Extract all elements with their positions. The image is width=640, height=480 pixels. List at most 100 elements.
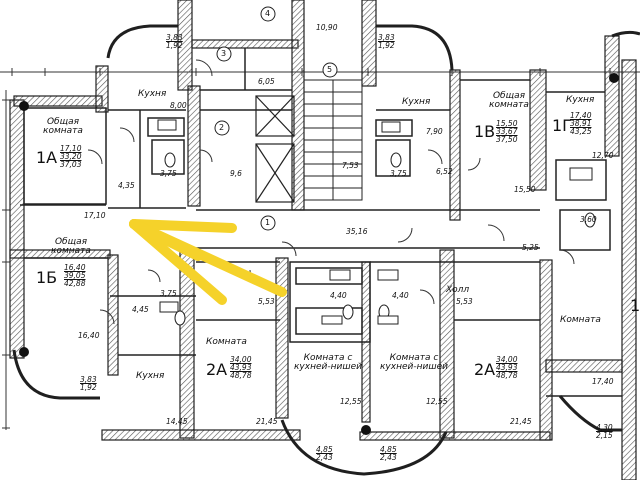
circle-markers xyxy=(214,6,338,231)
apt-code-1g: 1Г xyxy=(552,116,572,135)
room-niche-label-1: Комната с кухней-нишей xyxy=(294,353,362,372)
area-full-1g: 43,25 xyxy=(570,127,592,136)
area-4-40-a: 4,40 xyxy=(330,291,347,300)
area-total-2a-left: 43,93 xyxy=(230,363,252,372)
apt-areas-1b-cyr: 16,40 39,05 42,88 xyxy=(64,264,85,288)
area-6-52: 6,52 xyxy=(436,167,453,176)
room-title-2a-left: Комната xyxy=(206,337,247,347)
circle-label-5: 5 xyxy=(327,65,333,74)
area-living-1a: 17,10 xyxy=(60,144,82,153)
circle-label-2: 2 xyxy=(219,123,225,132)
area-full-2a-left: 48,78 xyxy=(230,371,252,380)
apt-code-1v: 1В xyxy=(474,122,496,141)
area-full-1b-cyr: 42,88 xyxy=(64,279,86,288)
area-3-83-bl: 3,83 xyxy=(80,375,97,384)
apt-code-1a: 1А xyxy=(36,148,58,167)
area-21-45-b: 21,45 xyxy=(510,417,532,426)
staircase xyxy=(303,79,363,201)
area-5-53-b: 5,53 xyxy=(456,297,473,306)
circle-label-1: 1 xyxy=(265,218,271,227)
room-title-1b-cyr: Общая комната xyxy=(51,237,91,256)
columns xyxy=(19,73,619,435)
area-21-45-a: 21,45 xyxy=(256,417,278,426)
room-title-1v: Общая комната xyxy=(489,91,529,110)
apt-areas-2a-right: 34,00 43,93 48,78 xyxy=(496,356,517,380)
kitchen-label-1: Кухня xyxy=(138,89,167,99)
area-living-2a-left: 34,00 xyxy=(230,355,252,364)
area-living-1b-cyr: 16,40 xyxy=(64,263,86,272)
area-2-43-b: 2,43 xyxy=(380,453,397,462)
area-4-85-b: 4,85 xyxy=(380,445,397,454)
room-label-right: Комната xyxy=(560,315,601,325)
circle-label-3: 3 xyxy=(221,49,227,58)
highlight-arrow xyxy=(129,219,287,305)
area-4-85-a: 4,85 xyxy=(316,445,333,454)
area-12-55-b: 12,55 xyxy=(426,397,448,406)
area-4-35: 4,35 xyxy=(118,181,135,190)
area-bottom-left-balcony: 3,83 1,92 xyxy=(80,376,97,392)
area-full-1v: 37,50 xyxy=(496,135,518,144)
area-3-75-a: 3,75 xyxy=(160,169,177,178)
bathroom-fixtures xyxy=(157,119,596,326)
apt-code-partial: 1 xyxy=(630,296,640,315)
area-2-15: 2,15 xyxy=(596,431,613,440)
area-bottom-center-right: 4,85 2,43 xyxy=(380,446,397,462)
area-total-1v: 33,67 xyxy=(496,127,518,136)
kitchen-label-4: Кухня xyxy=(136,371,165,381)
area-1-92-top2: 1,92 xyxy=(378,41,395,50)
area-6-05: 6,05 xyxy=(258,77,275,86)
area-1-92-bl: 1,92 xyxy=(80,383,97,392)
kitchen-label-2: Кухня xyxy=(402,97,431,107)
apt-code-2a-left: 2А xyxy=(206,360,228,379)
kitchen-label-3: Кухня xyxy=(566,95,595,105)
curved-bays xyxy=(12,24,640,476)
area-bottom-right-balcony: 4,30 2,15 xyxy=(596,424,613,440)
elevator-shafts xyxy=(255,95,295,203)
apt-areas-1g: 17,40 38,91 43,25 xyxy=(570,112,591,136)
area-total-1g: 38,91 xyxy=(570,119,592,128)
area-3-75-c: 3,75 xyxy=(160,289,177,298)
area-3-83-top: 3,83 xyxy=(166,33,183,42)
area-12-70: 12,70 xyxy=(592,151,614,160)
living-area-1v: 15,50 xyxy=(514,185,536,194)
hall-label: Холл xyxy=(446,285,470,295)
room-title-1a: Общая комната xyxy=(43,117,83,136)
area-living-1v: 15,50 xyxy=(496,119,518,128)
door-swings xyxy=(87,59,575,325)
area-total-1b-cyr: 39,05 xyxy=(64,271,86,280)
area-1-92-top: 1,92 xyxy=(166,41,183,50)
area-5-53-a: 5,53 xyxy=(258,297,275,306)
area-10-90: 10,90 xyxy=(316,23,338,32)
apt-areas-1a: 17,10 33,20 37,03 xyxy=(60,145,81,169)
area-7-90: 7,90 xyxy=(426,127,443,136)
area-3-83-top2: 3,83 xyxy=(378,33,395,42)
living-area-1a: 17,10 xyxy=(84,211,106,220)
area-7-53: 7,53 xyxy=(342,161,359,170)
area-5-25: 5,25 xyxy=(522,243,539,252)
area-3-60: 3,60 xyxy=(580,215,597,224)
living-area-1b-cyr: 16,40 xyxy=(78,331,100,340)
partitions xyxy=(20,48,622,397)
area-8-00: 8,00 xyxy=(170,101,187,110)
circle-label-4: 4 xyxy=(265,9,271,18)
apt-code-1b-cyr: 1Б xyxy=(36,268,58,287)
apt-code-2a-right: 2А xyxy=(474,360,496,379)
area-stair-top-left: 3,83 1,92 xyxy=(166,34,183,50)
area-17-40: 17,40 xyxy=(592,377,614,386)
area-35-16: 35,16 xyxy=(346,227,368,236)
load-bearing-walls xyxy=(9,0,637,480)
area-living-1g: 17,40 xyxy=(570,111,592,120)
area-2-43-a: 2,43 xyxy=(316,453,333,462)
area-4-40-b: 4,40 xyxy=(392,291,409,300)
area-9-6: 9,6 xyxy=(230,169,242,178)
area-total-1a: 33,20 xyxy=(60,152,82,161)
area-stair-top-right: 3,83 1,92 xyxy=(378,34,395,50)
apt-areas-2a-left: 34,00 43,93 48,78 xyxy=(230,356,251,380)
area-full-2a-right: 48,78 xyxy=(496,371,518,380)
area-total-2a-right: 43,93 xyxy=(496,363,518,372)
area-14-45: 14,45 xyxy=(166,417,188,426)
room-niche-label-2: Комната с кухней-нишей xyxy=(380,353,448,372)
area-3-75-b: 3,75 xyxy=(390,169,407,178)
